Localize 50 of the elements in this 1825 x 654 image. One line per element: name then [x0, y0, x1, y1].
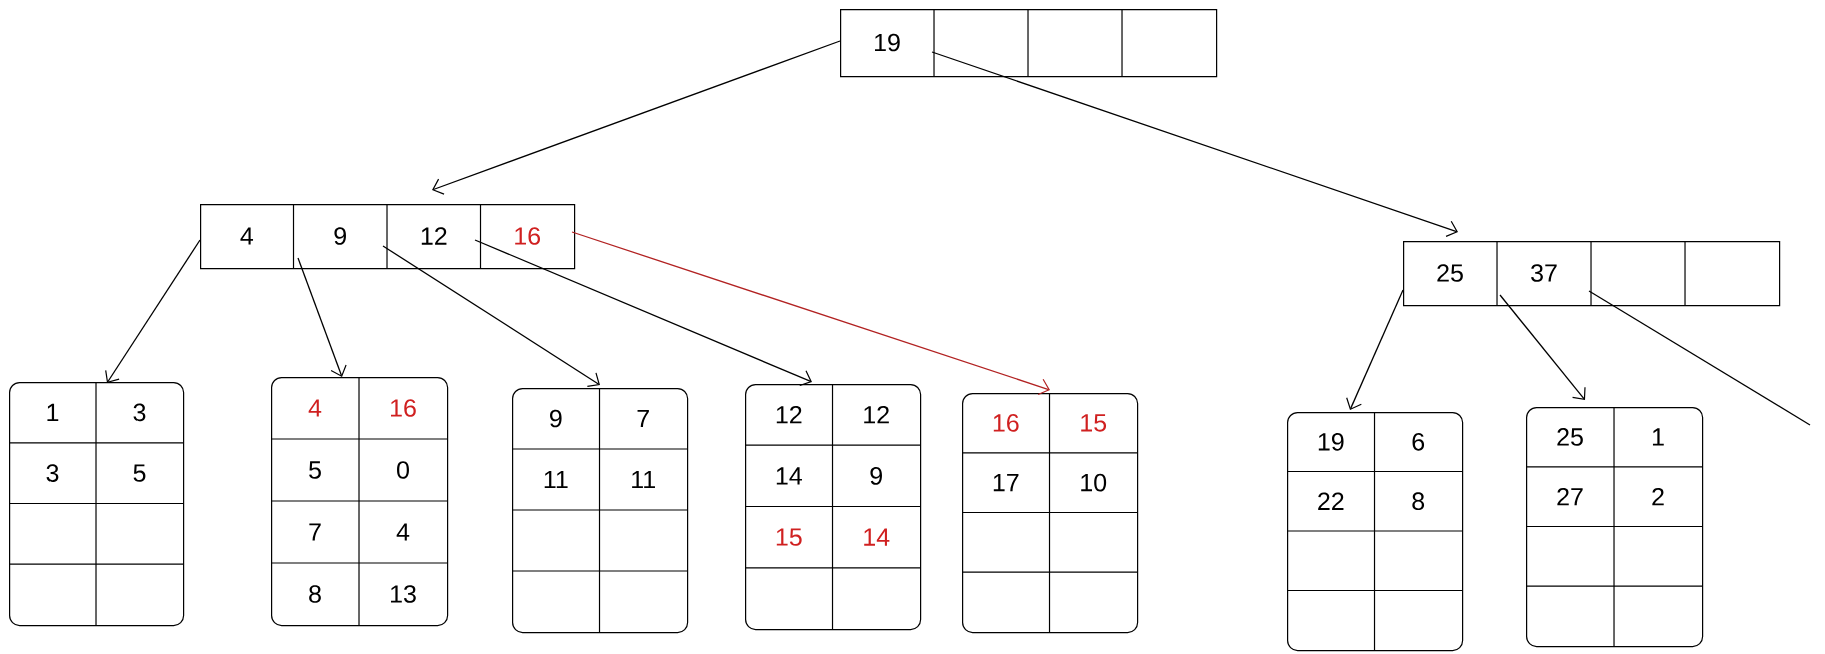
key-value: 8: [1412, 492, 1425, 511]
arrow: [571, 231, 1050, 396]
key-value: 22: [1318, 492, 1344, 510]
key-value: 6: [1412, 432, 1425, 451]
arrow: [432, 40, 841, 195]
key-value: 14: [776, 467, 802, 485]
arrow: [382, 245, 600, 387]
key-value: 5: [133, 464, 146, 482]
key-value: 27: [1557, 487, 1583, 506]
key-value: 4: [308, 399, 322, 417]
key-value: 11: [544, 470, 568, 489]
arrow: [297, 257, 347, 377]
key-value: 7: [309, 523, 321, 541]
key-value: 25: [1557, 428, 1583, 446]
key-value: 13: [391, 585, 416, 603]
key-value: 2: [1652, 487, 1664, 506]
key-value: 7: [637, 409, 649, 428]
key-value: 16: [515, 227, 540, 245]
key-value: 3: [133, 403, 146, 422]
key-value: 10: [1081, 473, 1107, 492]
key-value: 16: [993, 414, 1019, 432]
key-value: 1: [1652, 428, 1664, 446]
key-value: 11: [632, 470, 655, 489]
key-value: 12: [776, 405, 802, 424]
key-value: 16: [391, 399, 416, 417]
key-value: 25: [1437, 264, 1463, 282]
key-value: 5: [309, 461, 321, 479]
key-value: 15: [1081, 414, 1107, 432]
arrow: [931, 51, 1458, 237]
key-value: 9: [334, 227, 346, 245]
key-value: 9: [870, 467, 882, 485]
key-value: 12: [421, 227, 447, 245]
key-value: 12: [864, 405, 889, 424]
arrow: [1499, 294, 1586, 400]
key-value: 15: [776, 528, 802, 546]
key-value: 0: [397, 461, 409, 479]
key-value: 14: [864, 528, 890, 546]
key-value: 37: [1531, 264, 1557, 282]
key-value: 4: [396, 523, 410, 541]
arrow: [474, 239, 812, 387]
arrow: [1346, 289, 1404, 410]
key-value: 3: [46, 464, 59, 482]
key-value: 19: [1318, 432, 1344, 451]
key-value: 17: [993, 474, 1019, 492]
key-value: 19: [875, 33, 900, 52]
key-value: 9: [550, 409, 562, 428]
arrow: [105, 239, 201, 383]
key-value: 4: [240, 227, 254, 245]
key-value: 1: [47, 403, 59, 421]
key-value: 8: [309, 585, 321, 603]
